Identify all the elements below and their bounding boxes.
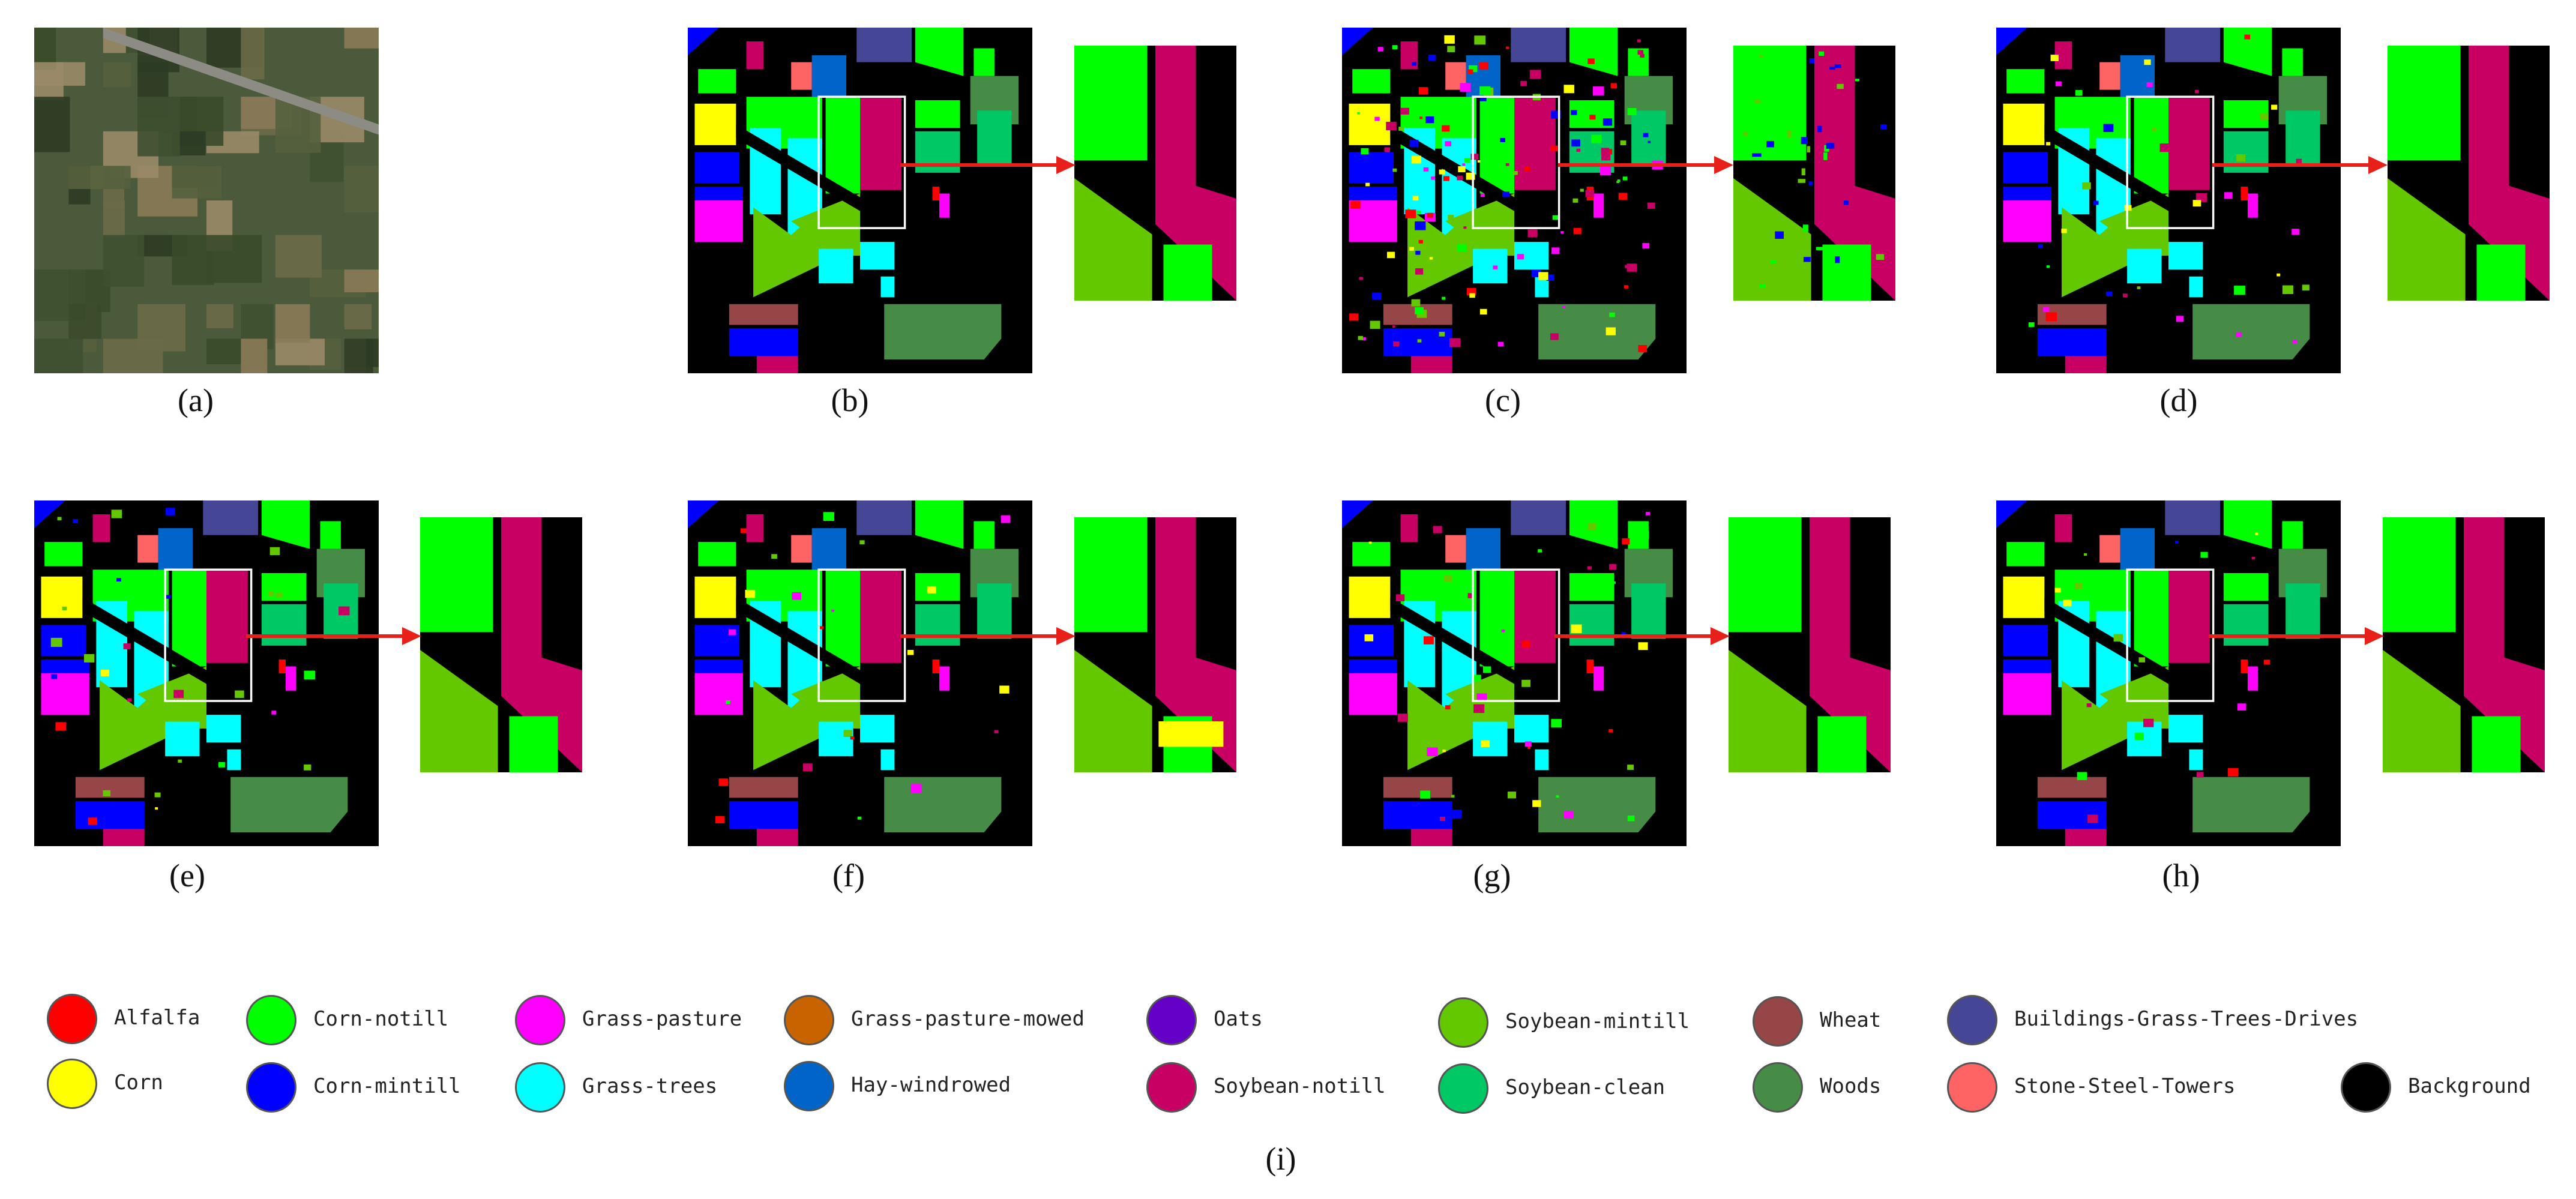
- legend-swatch: [515, 1062, 565, 1113]
- legend-swatch: [1947, 995, 1997, 1045]
- legend-label: Hay-windrowed: [851, 1073, 1011, 1097]
- legend-swatch: [784, 1061, 834, 1111]
- legend-label: Soybean-mintill: [1505, 1009, 1690, 1033]
- caption-c: (c): [1485, 382, 1521, 418]
- legend-label: Wheat: [1820, 1008, 1882, 1032]
- legend-swatch: [1753, 1062, 1803, 1113]
- panel-h-zoom-inset: [2383, 517, 2545, 772]
- legend-label: Soybean-clean: [1505, 1075, 1666, 1099]
- panel-g-zoom-inset: [1729, 517, 1891, 772]
- legend-label: Soybean-notill: [1214, 1074, 1386, 1098]
- caption-b: (b): [831, 382, 869, 418]
- arrow-h: [2209, 627, 2384, 645]
- legend-label: Stone-Steel-Towers: [2014, 1074, 2236, 1098]
- panel-h-classification-map: [1996, 500, 2341, 846]
- arrow-d: [2212, 156, 2388, 174]
- legend-label: Oats: [1214, 1007, 1263, 1031]
- panel-b-classification-map: [688, 28, 1032, 373]
- legend-label: Grass-pasture-mowed: [851, 1007, 1085, 1031]
- legend-label: Corn-mintill: [313, 1074, 461, 1098]
- legend-swatch: [1438, 1063, 1488, 1114]
- panel-a-satellite-image: [34, 28, 379, 373]
- legend-label: Background: [2408, 1074, 2531, 1098]
- legend-swatch: [1146, 995, 1197, 1045]
- legend-swatch: [1753, 996, 1803, 1047]
- legend-swatch: [2341, 1062, 2391, 1113]
- arrow-e: [246, 627, 421, 645]
- caption-e: (e): [169, 858, 205, 894]
- panel-c-zoom-inset: [1733, 46, 1895, 301]
- arrow-c: [1558, 156, 1733, 174]
- caption-d: (d): [2159, 382, 2198, 418]
- legend-swatch: [1947, 1062, 1997, 1113]
- legend-label: Grass-pasture: [582, 1007, 742, 1031]
- panel-e-zoom-inset: [420, 517, 582, 772]
- legend-label: Corn: [114, 1071, 163, 1095]
- legend-swatch: [1146, 1062, 1197, 1113]
- panel-d-classification-map: [1996, 28, 2341, 373]
- legend-swatch: [246, 995, 296, 1045]
- legend-label: Woods: [1820, 1074, 1882, 1098]
- caption-f: (f): [832, 858, 865, 894]
- legend-swatch: [246, 1062, 296, 1113]
- legend-swatch: [784, 995, 834, 1045]
- legend-swatch: [515, 995, 565, 1045]
- panel-f-zoom-inset: [1074, 517, 1236, 772]
- caption-g: (g): [1473, 858, 1511, 894]
- panel-c-classification-map: [1342, 28, 1687, 373]
- panel-d-zoom-inset: [2388, 46, 2550, 301]
- caption-a: (a): [178, 382, 214, 418]
- legend-label: Alfalfa: [114, 1006, 200, 1030]
- legend-label: Corn-notill: [313, 1007, 449, 1031]
- legend-swatch: [1438, 997, 1488, 1048]
- legend-label: Buildings-Grass-Trees-Drives: [2014, 1007, 2359, 1031]
- arrow-g: [1554, 627, 1730, 645]
- panel-g-classification-map: [1342, 500, 1687, 846]
- legend-swatch: [47, 1059, 97, 1109]
- caption-i: (i): [1265, 1141, 1296, 1177]
- arrow-f: [900, 627, 1076, 645]
- arrow-b: [900, 156, 1076, 174]
- caption-h: (h): [2162, 858, 2200, 894]
- legend-swatch: [47, 994, 97, 1044]
- panel-f-classification-map: [688, 500, 1032, 846]
- panel-e-classification-map: [34, 500, 379, 846]
- legend-label: Grass-trees: [582, 1074, 718, 1098]
- panel-b-zoom-inset: [1074, 46, 1236, 301]
